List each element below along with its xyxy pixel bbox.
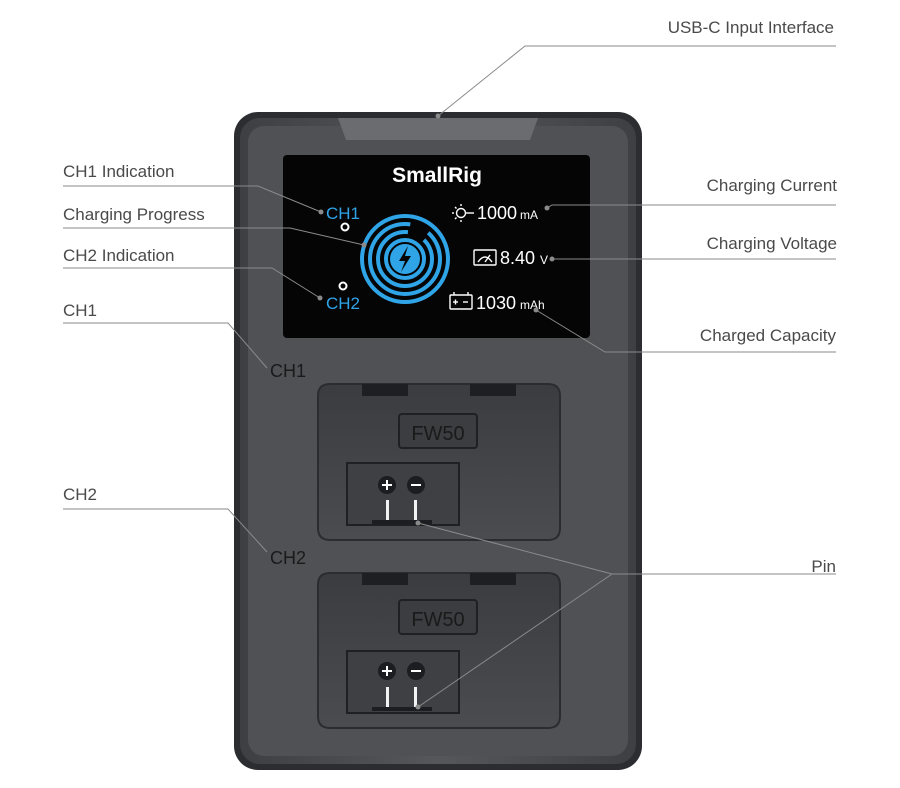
callout-charged-capacity: Charged Capacity xyxy=(699,326,836,345)
voltage-value: 8.40 xyxy=(500,248,535,268)
pins-ch1 xyxy=(372,500,432,524)
minus-terminal-icon xyxy=(407,476,425,494)
lightning-bolt-icon xyxy=(399,246,411,272)
brand-logo: SmallRig xyxy=(392,164,482,187)
screen-ch2-label: CH2 xyxy=(326,294,360,313)
voltmeter-icon xyxy=(473,249,497,266)
callout-ch2-indication: CH2 Indication xyxy=(63,246,175,265)
leader-charged-capacity xyxy=(535,309,836,353)
voltage-unit: V xyxy=(540,253,548,267)
screen-ch1-label: CH1 xyxy=(326,204,360,223)
callout-charging-current: Charging Current xyxy=(706,176,837,195)
minus-terminal-icon xyxy=(407,662,425,680)
callout-ch2: CH2 xyxy=(63,485,98,504)
capacity-unit: mAh xyxy=(520,298,545,312)
current-value: 1000 xyxy=(477,203,517,223)
callout-charging-voltage: Charging Voltage xyxy=(706,234,837,253)
leader-charging-progress xyxy=(63,227,365,246)
usb-c-port-cover xyxy=(338,118,538,140)
current-unit: mA xyxy=(520,208,538,222)
body-ch2-label: CH2 xyxy=(270,548,306,568)
callout-ch1: CH1 xyxy=(63,301,98,320)
plus-terminal-icon xyxy=(378,476,396,494)
battery-model-ch1: FW50 xyxy=(411,423,464,445)
capacity-value: 1030 xyxy=(476,293,516,313)
callout-usb-c: USB-C Input Interface xyxy=(667,18,834,37)
leader-lines xyxy=(63,45,836,708)
battery-slot-ch1: FW50 xyxy=(317,383,561,541)
ch2-indicator-dot xyxy=(338,281,348,291)
leader-dots xyxy=(317,113,555,710)
leader-ch2-indication xyxy=(63,267,321,299)
battery-icon xyxy=(449,292,473,310)
battery-slot-ch2: FW50 xyxy=(317,572,561,729)
sun-icon xyxy=(452,204,474,222)
callout-pin: Pin xyxy=(811,557,836,576)
charging-progress-rings xyxy=(360,214,450,304)
leader-ch2 xyxy=(63,508,268,553)
oled-screen: SmallRig CH1 CH2 1000 mA xyxy=(283,155,590,338)
leader-usb-c xyxy=(437,45,836,117)
leader-ch1 xyxy=(63,322,268,369)
leader-ch1-indication xyxy=(63,185,322,213)
callout-ch1-indication: CH1 Indication xyxy=(63,162,175,181)
battery-model-ch2: FW50 xyxy=(411,609,464,631)
ch1-indicator-dot xyxy=(340,222,350,232)
leader-pin-2 xyxy=(417,573,613,708)
callout-charging-progress: Charging Progress xyxy=(63,205,205,224)
body-ch1-label: CH1 xyxy=(270,361,306,381)
plus-terminal-icon xyxy=(378,662,396,680)
pins-ch2 xyxy=(372,687,432,711)
